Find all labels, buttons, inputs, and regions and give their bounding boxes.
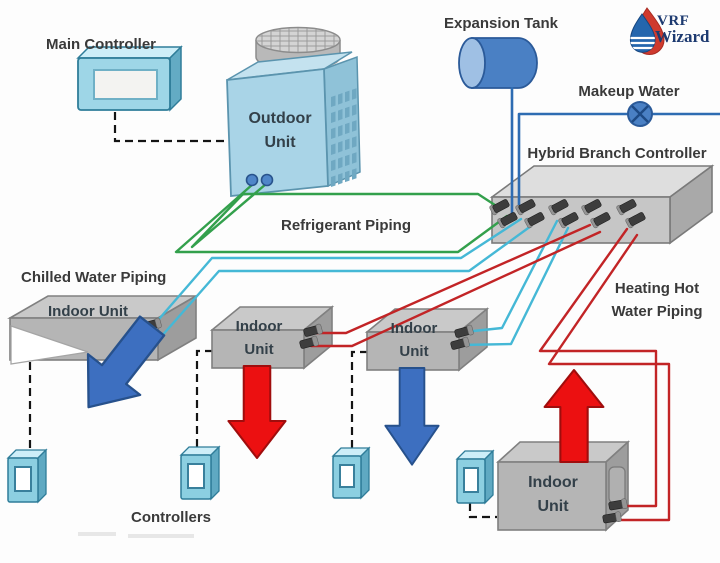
chilled-pipe-unit3-a bbox=[462, 219, 559, 334]
controller-1-device bbox=[6, 448, 48, 504]
outdoor-unit-label: Outdoor Unit bbox=[248, 110, 312, 151]
makeup-water-label: Makeup Water bbox=[578, 83, 680, 100]
outdoor-port-1 bbox=[245, 173, 259, 187]
outdoor-unit-device bbox=[226, 26, 361, 197]
chilled-water-piping bbox=[151, 217, 570, 347]
expansion-tank-label: Expansion Tank bbox=[444, 15, 558, 32]
chilled-pipe-unit3-b bbox=[459, 226, 570, 347]
hbc-ports bbox=[489, 199, 646, 229]
side-vents bbox=[331, 88, 357, 187]
controller-4-device bbox=[455, 449, 495, 505]
duct-opening bbox=[10, 325, 89, 365]
heating-pipe-unit4-b bbox=[547, 233, 671, 522]
fan-grille bbox=[257, 28, 339, 52]
indoor-unit-4-label: Indoor Unit bbox=[528, 474, 578, 515]
controller-2-device bbox=[179, 445, 221, 501]
cooling-arrow-unit3 bbox=[384, 366, 440, 466]
indoor-unit-4-device bbox=[495, 440, 631, 532]
brand-line2: Wizard bbox=[655, 27, 710, 46]
water-lines bbox=[510, 87, 720, 214]
heating-pipe-unit2-b bbox=[309, 230, 602, 348]
controller-3-device bbox=[331, 446, 371, 500]
controllers-label: Controllers bbox=[130, 509, 212, 526]
airflow-arrows bbox=[61, 304, 605, 466]
hybrid-branch-controller-label: Hybrid Branch Controller bbox=[527, 145, 707, 162]
heating-arrow-unit2 bbox=[227, 364, 287, 460]
refrigerant-piping-label: Refrigerant Piping bbox=[280, 217, 412, 234]
expansion-tank-device bbox=[458, 37, 538, 89]
refrigerant-piping bbox=[174, 182, 509, 254]
makeup-water-valve-icon bbox=[627, 101, 653, 127]
indoor-unit-2-label: Indoor Unit bbox=[235, 318, 283, 358]
refrigerant-pipe-2 bbox=[190, 182, 503, 249]
chilled-water-piping-label: Chilled Water Piping bbox=[21, 269, 167, 286]
wire-main-to-outdoor bbox=[113, 112, 226, 143]
indoor-unit-2-device bbox=[209, 305, 335, 370]
vrf-wizard-logo-icon bbox=[629, 7, 665, 55]
brand-line1: VRF bbox=[657, 13, 690, 29]
control-wires bbox=[28, 112, 497, 519]
main-controller-device bbox=[76, 45, 183, 112]
heating-pipe-unit4-a bbox=[538, 227, 658, 508]
main-controller-screen bbox=[93, 69, 158, 100]
heating-pipe-unit2-a bbox=[313, 223, 592, 335]
unit4-side-tab bbox=[608, 466, 626, 504]
outdoor-port-2 bbox=[260, 173, 274, 187]
heating-hot-water-piping-label: Heating Hot Water Piping bbox=[611, 280, 703, 320]
main-controller-label: Main Controller bbox=[45, 36, 157, 53]
heating-hot-water-piping bbox=[309, 223, 671, 522]
chilled-pipe-unit1-b bbox=[158, 224, 533, 340]
chilled-pipe-unit1-a bbox=[151, 217, 523, 328]
indoor-unit-3-label: Indoor Unit bbox=[390, 320, 438, 360]
watermark-smudge bbox=[78, 532, 194, 538]
indoor-unit-1-label: Indoor Unit bbox=[48, 303, 128, 320]
wire-unit2-to-controller2 bbox=[195, 349, 213, 449]
refrigerant-pipe-1 bbox=[174, 182, 509, 254]
wire-unit3-to-controller3 bbox=[350, 350, 368, 450]
wire-controller4-to-unit4 bbox=[468, 503, 497, 519]
